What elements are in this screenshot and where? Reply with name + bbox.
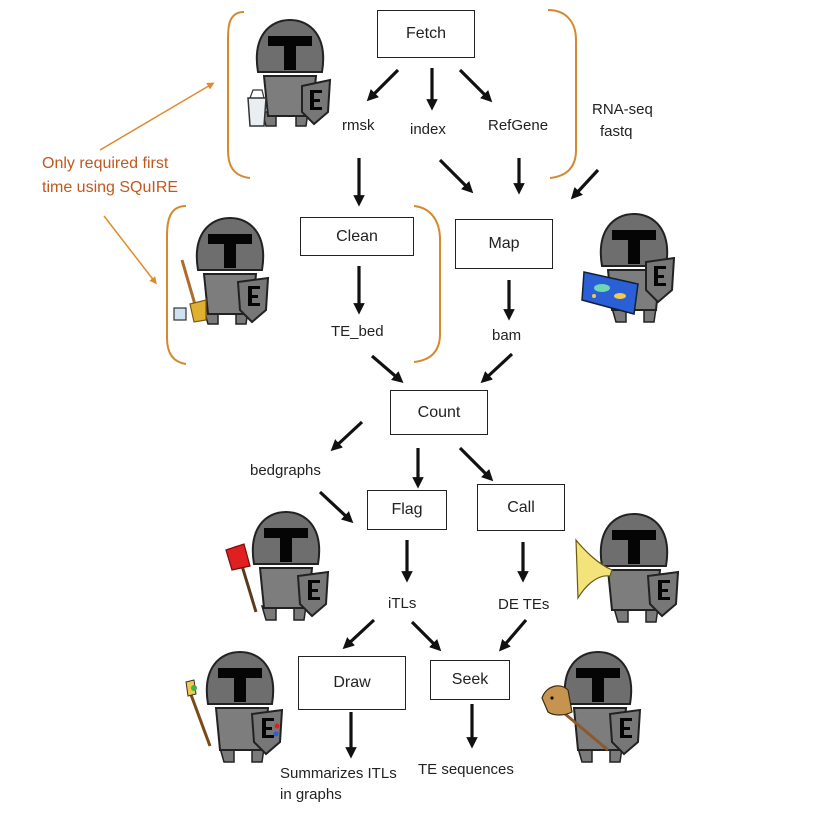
summarizes-itls-label: Summarizes ITLs [280, 765, 397, 782]
knight-bucket-icon [247, 18, 332, 127]
knight-flag-icon [225, 510, 330, 621]
arrow-index-map [438, 158, 474, 194]
refgene-label: RefGene [488, 117, 549, 134]
arrow-bedgraphs-flag [318, 490, 354, 524]
arrow-bam-count [480, 352, 514, 384]
fetch-group-right-bracket [547, 9, 577, 179]
arrow-tebed-count [370, 354, 404, 383]
fetch-step-box: Fetch [377, 10, 475, 58]
te-sequences-label: TE sequences [418, 761, 514, 778]
draw-step-box: Draw [298, 656, 406, 710]
rmsk-label: rmsk [342, 117, 375, 134]
clean-group-left-bracket [166, 205, 187, 365]
arrow-count-bedgraphs [330, 420, 364, 452]
in-graphs-label: in graphs [280, 786, 342, 803]
arrow-count-call [458, 446, 494, 482]
arrow-rnaseq-map [570, 168, 600, 200]
first-time-note-line1: Only required first [42, 155, 169, 172]
clean-step-box: Clean [300, 217, 414, 256]
knight-hobbyhorse-icon [541, 650, 642, 763]
note-arrow-to-fetch [99, 82, 215, 151]
knight-paintbrush-icon [185, 650, 284, 763]
knight-horn-icon [575, 512, 680, 623]
bedgraphs-label: bedgraphs [250, 462, 321, 479]
map-step-box: Map [455, 219, 553, 269]
rnaseq-label: RNA-seq [592, 101, 653, 118]
arrow-fetch-refgene [458, 68, 493, 103]
bam-label: bam [492, 327, 522, 344]
arrow-fetch-rmsk [366, 68, 400, 102]
first-time-note-line2: time using SQuIRE [42, 179, 179, 196]
call-step-box: Call [477, 484, 565, 531]
fastq-label: fastq [600, 123, 633, 140]
clean-group-right-bracket [413, 205, 441, 363]
arrow-detes-seek [499, 618, 528, 652]
fetch-group-left-bracket [227, 11, 251, 179]
count-step-box: Count [390, 390, 488, 435]
index-label: index [410, 121, 446, 138]
knight-map-icon [581, 212, 676, 323]
arrow-itls-seek [410, 620, 442, 652]
flag-step-box: Flag [367, 490, 447, 530]
arrow-itls-draw [342, 618, 376, 650]
knight-broom-icon [173, 216, 270, 325]
te-bed-label: TE_bed [331, 323, 384, 340]
itls-label: iTLs [388, 595, 417, 612]
note-arrow-to-clean [103, 215, 157, 285]
de-tes-label: DE TEs [498, 596, 550, 613]
seek-step-box: Seek [430, 660, 510, 700]
